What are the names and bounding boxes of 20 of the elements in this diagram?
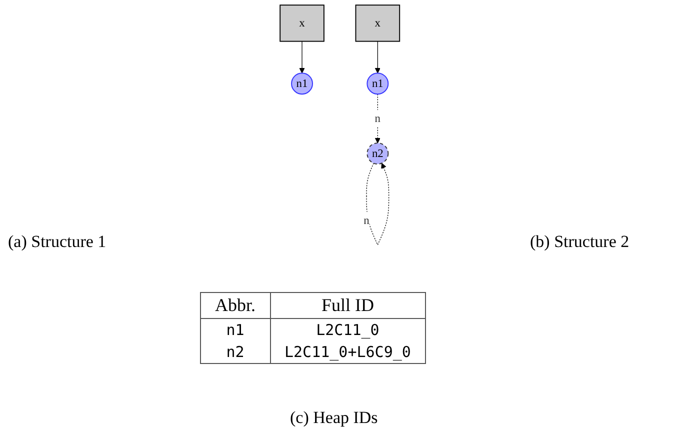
node-circle: n1	[366, 72, 389, 95]
column-header: Full ID	[270, 292, 426, 318]
node-circle: n2	[366, 142, 389, 164]
arrow	[375, 41, 381, 74]
node-box: x	[355, 4, 400, 42]
figure-caption: (c) Heap IDs	[290, 408, 378, 428]
arrow	[299, 41, 305, 74]
arrow	[375, 94, 381, 144]
edge-label: n	[364, 214, 370, 226]
table-cell: n1	[200, 318, 270, 341]
table-cell: n2	[200, 341, 270, 364]
column-header: Abbr.	[200, 292, 270, 318]
node-circle: n1	[291, 72, 314, 95]
edge-label: n	[374, 112, 381, 125]
table-cell: L2C11_0+L6C9_0	[270, 341, 426, 364]
figure-caption: (b) Structure 2	[530, 232, 630, 252]
figure-caption: (a) Structure 1	[8, 232, 106, 252]
node-box: x	[280, 4, 325, 42]
table-cell: L2C11_0	[270, 318, 426, 341]
arrow	[366, 162, 390, 246]
